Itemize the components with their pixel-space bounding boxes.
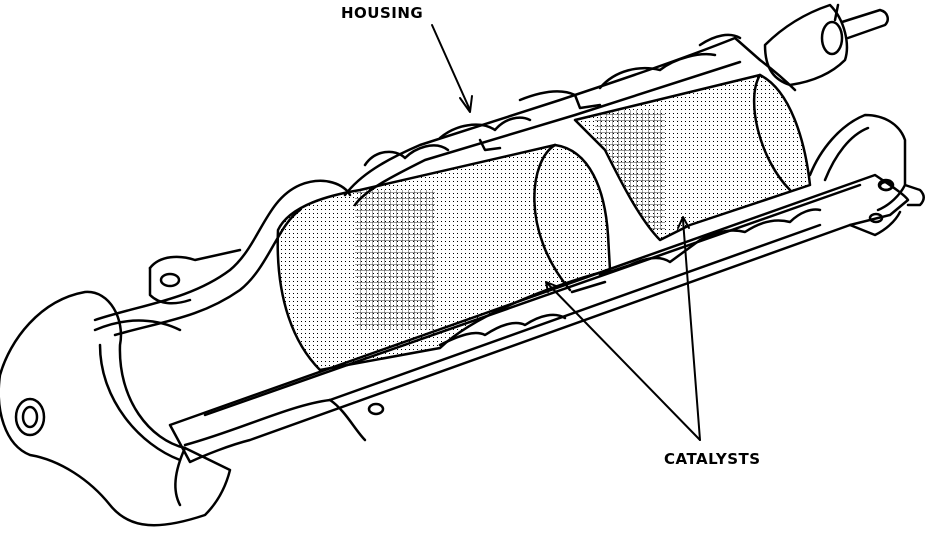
catalysts-label: CATALYSTS	[664, 450, 761, 468]
catalyst-front	[276, 143, 612, 372]
lower-seam	[438, 208, 822, 347]
rivet-holes	[367, 180, 894, 416]
housing-label: HOUSING	[341, 4, 424, 22]
outlet-flange	[763, 3, 889, 87]
inlet-flange	[0, 290, 232, 527]
outlet-end	[808, 113, 925, 224]
leader-lines	[431, 24, 701, 441]
